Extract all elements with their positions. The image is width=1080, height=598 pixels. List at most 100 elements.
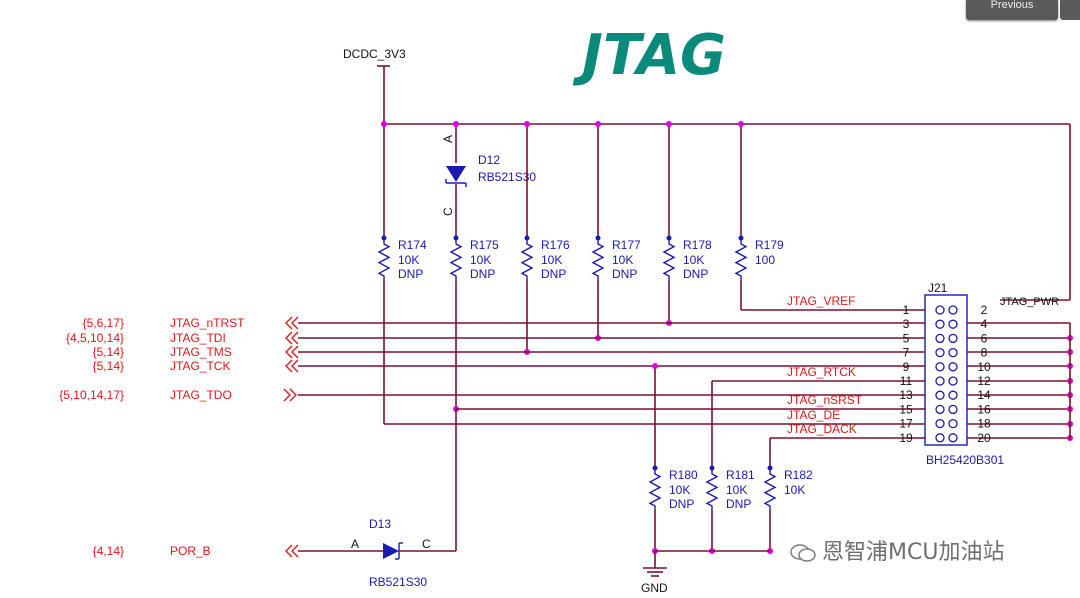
resistor-r174-value: 10K <box>398 253 419 267</box>
pin-15-pad <box>935 404 945 415</box>
port-jtag-tck-net: JTAG_TCK <box>170 359 230 373</box>
resistor-r175-rail-junction <box>453 121 459 127</box>
pin-2-label: 2 <box>981 303 988 317</box>
resistor-r177-value: 10K <box>612 253 633 267</box>
port-jtag-tms-sheets: {5,14} <box>93 345 124 359</box>
port-por-b-sheets: {4,14} <box>93 544 124 558</box>
resistor-r175-value: 10K <box>470 253 491 267</box>
pin-16-pad <box>948 404 958 415</box>
port-por-b-arrow <box>285 544 299 558</box>
connector-part: BH25420B301 <box>926 453 1004 467</box>
resistor-r182-symbol <box>763 470 777 510</box>
connector-ref: J21 <box>928 281 948 295</box>
previous-button-label: Previous <box>990 0 1034 11</box>
pin-9-label: 9 <box>903 360 910 374</box>
port-jtag-tdi-sheets: {4,5,10,14} <box>66 331 124 345</box>
d12-body <box>446 166 466 182</box>
resistor-r177-note: DNP <box>612 267 637 281</box>
pin-20-label: 20 <box>977 431 991 445</box>
port-jtag-tdi-net: JTAG_TDI <box>170 331 226 345</box>
resistor-r179-ref: R179 <box>755 238 784 252</box>
resistor-r181-ref: R181 <box>726 468 755 482</box>
resistor-r179-pin1-dot <box>738 235 744 241</box>
resistor-r176-symbol <box>520 240 534 280</box>
d13-ref: D13 <box>369 517 391 531</box>
resistor-r178-symbol <box>662 240 676 280</box>
port-jtag-tdo-net: JTAG_TDO <box>170 388 232 402</box>
resistor-r181-note: DNP <box>726 497 751 511</box>
resistor-r176-value: 10K <box>541 253 562 267</box>
pin-3-pad <box>935 319 945 329</box>
pin-4-pad <box>948 319 958 329</box>
port-jtag-tms-net: JTAG_TMS <box>170 345 232 359</box>
watermark-text: 恩智浦MCU加油站 <box>822 540 1005 565</box>
schematic-title: JTAG <box>572 23 726 88</box>
pin-14-label: 14 <box>977 388 991 402</box>
resistor-r175-pin1-dot <box>453 235 459 241</box>
port-jtag-tck-arrow <box>285 359 299 373</box>
d13-body <box>383 543 399 559</box>
port-jtag-tdi-arrow <box>285 331 299 345</box>
pin-4-label: 4 <box>981 317 988 331</box>
power-net-label: DCDC_3V3 <box>343 47 406 61</box>
pin-5-label: 5 <box>903 331 910 345</box>
gnd-label: GND <box>641 581 668 595</box>
resistor-r176-ref: R176 <box>541 238 570 252</box>
resistor-r176-pin1-dot <box>524 235 530 241</box>
resistor-r181-pin1-dot <box>709 465 715 471</box>
resistor-r177-rail-junction <box>595 121 601 127</box>
pin-6-label: 6 <box>981 331 988 345</box>
connector-outline <box>924 294 968 446</box>
d13-cathode-label: C <box>422 537 431 551</box>
d13-value: RB521S30 <box>369 575 427 589</box>
pin-10-pad <box>948 362 958 372</box>
resistor-r178-value: 10K <box>683 253 704 267</box>
d12-value: RB521S30 <box>478 170 536 184</box>
resistor-r175-symbol <box>449 240 463 280</box>
pin-11-pad <box>935 376 945 386</box>
pin-5-pad <box>935 333 945 344</box>
pin-15-label: 15 <box>899 402 913 416</box>
pin-14-pad <box>948 390 958 400</box>
pin-20-pad <box>948 433 958 443</box>
pin-16-label: 16 <box>977 402 991 416</box>
resistor-r174-note: DNP <box>398 267 423 281</box>
wechat-icon <box>790 544 816 562</box>
resistor-r178-rail-junction <box>666 121 672 127</box>
resistor-r176-note: DNP <box>541 267 566 281</box>
d12-cathode-label: C <box>441 207 455 216</box>
resistor-r176-rail-junction <box>524 121 530 127</box>
d12-ref: D12 <box>478 153 500 167</box>
d13-anode-label: A <box>351 537 359 551</box>
pin-8-label: 8 <box>981 346 988 360</box>
pin-19-pad <box>935 433 945 443</box>
net-pwr: JTAG_PWR <box>1000 296 1059 308</box>
pin-17-pad <box>935 418 945 429</box>
port-jtag-tdo-arrow <box>283 388 297 402</box>
pin-3-label: 3 <box>903 317 910 331</box>
pin-9-pad <box>935 362 945 372</box>
next-button[interactable] <box>1060 0 1080 20</box>
previous-button[interactable]: Previous <box>966 0 1058 20</box>
resistor-r174-ref: R174 <box>398 238 427 252</box>
resistor-r178-note: DNP <box>683 267 708 281</box>
pin-7-pad <box>935 347 945 358</box>
pin-18-pad <box>948 418 958 429</box>
net-rtck: JTAG_RTCK <box>787 365 856 379</box>
port-jtag-ntrst-net: JTAG_nTRST <box>170 316 245 330</box>
connector-j21: J21BH25420B30113579111315171924681012141… <box>899 281 1004 467</box>
pin-13-pad <box>935 390 945 400</box>
resistor-r181-value: 10K <box>726 483 747 497</box>
pin-6-pad <box>948 333 958 344</box>
resistor-r179-value: 100 <box>755 253 775 267</box>
resistor-r180-symbol <box>648 470 662 510</box>
resistor-r177-ref: R177 <box>612 238 641 252</box>
resistor-r180-note: DNP <box>669 497 694 511</box>
pin-7-label: 7 <box>903 346 910 360</box>
pin-12-pad <box>948 376 958 386</box>
resistor-r174-pin1-dot <box>381 235 387 241</box>
pin-18-label: 18 <box>977 417 991 431</box>
port-jtag-tck-sheets: {5,14} <box>93 359 124 373</box>
resistor-r178-pin1-dot <box>666 235 672 241</box>
